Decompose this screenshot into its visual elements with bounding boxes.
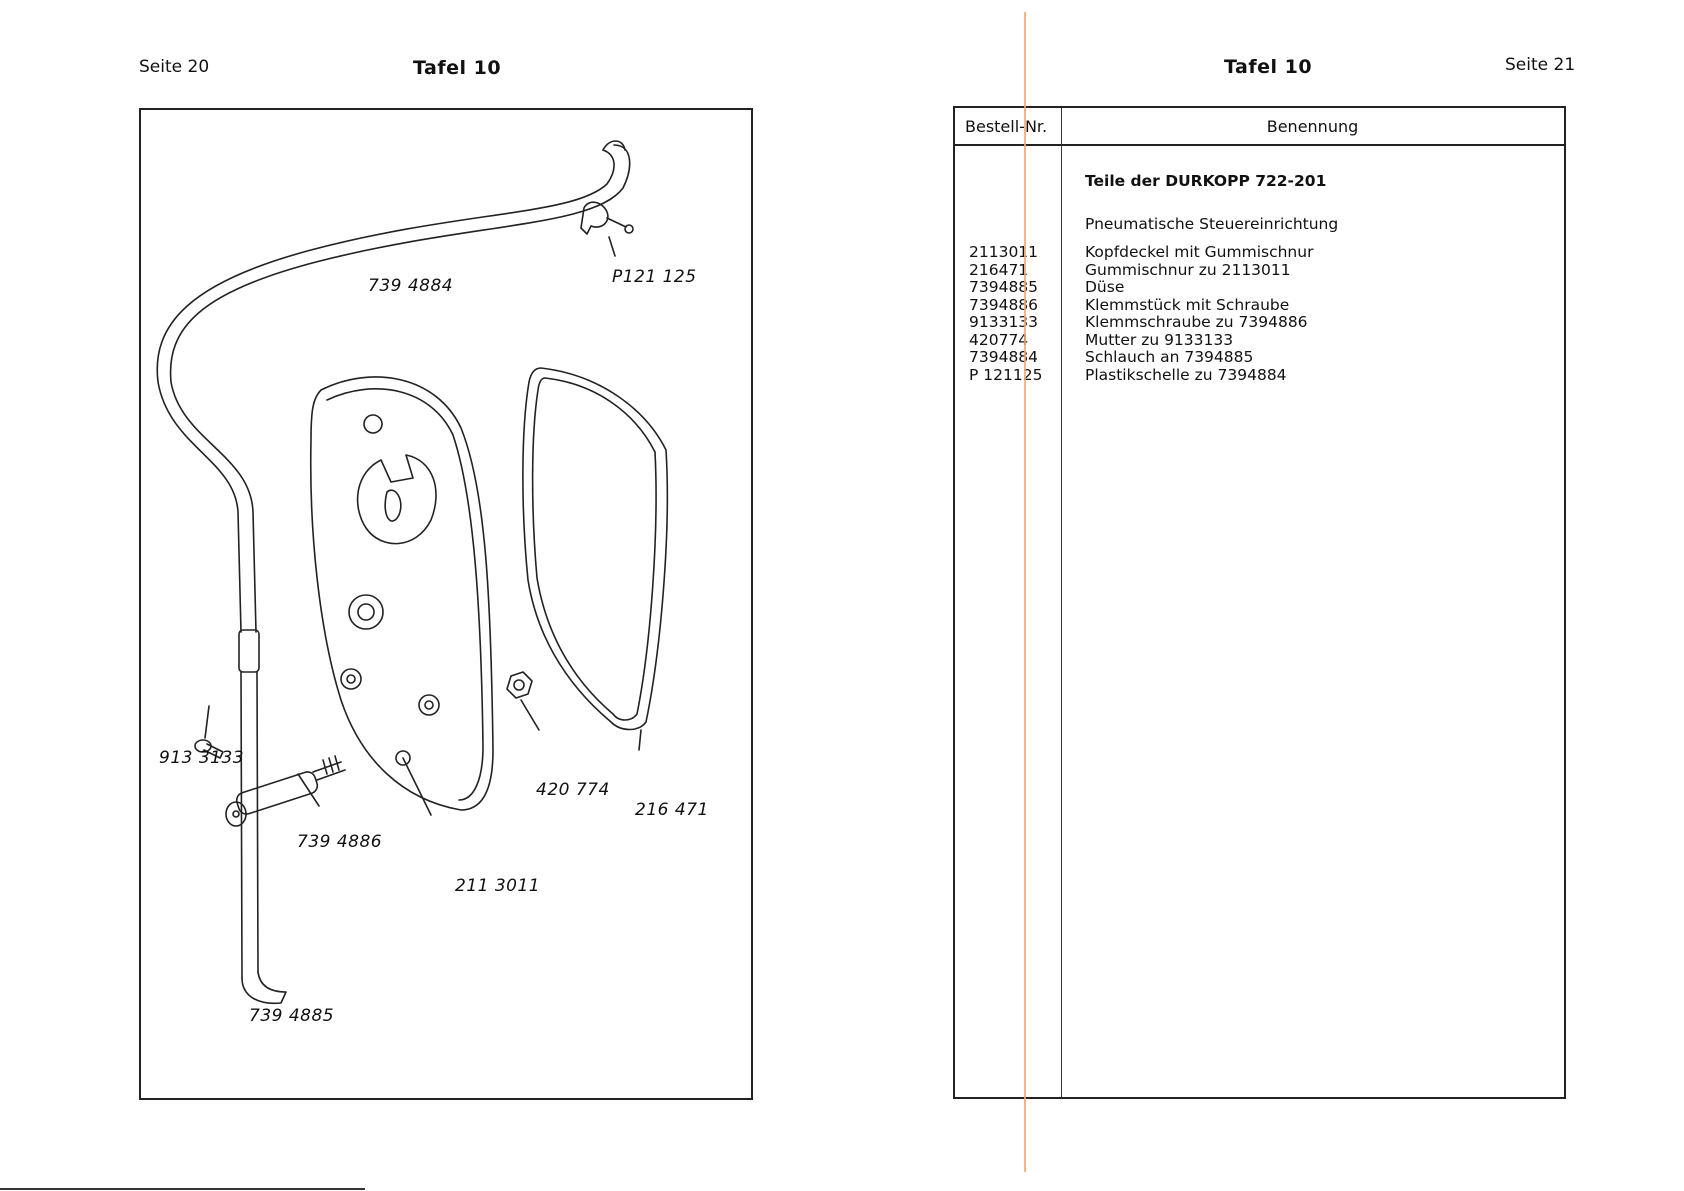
- nozzle-tip: [241, 971, 287, 1005]
- callout-420774: 420 774: [536, 780, 610, 800]
- section-title: Teile der DURKOPP 722-201: [1085, 172, 1327, 190]
- callout-p121125: P121 125: [612, 267, 697, 287]
- callout-9133133: 913 3133: [159, 748, 245, 768]
- lower-hole-right: [418, 694, 440, 716]
- table-row-name: Düse: [1085, 278, 1125, 296]
- hose-outline-outer: [169, 144, 631, 633]
- plastic-clip: [580, 201, 609, 235]
- rubber-cord-inner: [531, 377, 657, 721]
- table-row-nr: 9133133: [969, 313, 1039, 331]
- clamp-body: [235, 771, 319, 815]
- left-page-number: Seite 20: [139, 57, 210, 77]
- table-header-row: Bestell-Nr. Benennung: [955, 108, 1564, 146]
- table-row-name: Klemmschraube zu 7394886: [1085, 313, 1308, 331]
- right-plate-title: Tafel 10: [1224, 56, 1313, 78]
- table-row-nr: 2113011: [969, 243, 1039, 261]
- header-order-number: Bestell-Nr.: [965, 117, 1048, 136]
- table-row-name: Kopfdeckel mit Gummischnur: [1085, 243, 1314, 261]
- table-row-name: Schlauch an 7394885: [1085, 348, 1254, 366]
- name-column: Kopfdeckel mit Gummischnur Gummischnur z…: [1085, 243, 1314, 384]
- table-row-name: Mutter zu 9133133: [1085, 330, 1234, 349]
- bottom-hole: [395, 750, 411, 766]
- table-row-name: Klemmstück mit Schraube: [1085, 295, 1290, 314]
- screw-shank: [203, 743, 224, 759]
- callout-7394884: 739 4884: [368, 276, 454, 296]
- hose-outline-inner: [156, 149, 615, 633]
- center-hole-outer: [348, 594, 384, 630]
- table-row-nr: P 121125: [969, 365, 1043, 384]
- callout-216471: 216 471: [635, 800, 709, 820]
- lower-hole-left: [340, 668, 362, 690]
- table-row-name: Gummischnur zu 2113011: [1085, 260, 1291, 279]
- scan-fold-line: [1024, 12, 1026, 1172]
- parts-table: Bestell-Nr. Benennung Teile der DURKOPP …: [953, 106, 1566, 1099]
- exploded-parts-figure: 739 4884 P121 125 913 3133 739 4886 211 …: [139, 108, 753, 1100]
- table-row-nr: 420774: [969, 330, 1029, 349]
- header-name: Benennung: [1266, 117, 1359, 136]
- table-row-nr: 7394886: [969, 295, 1039, 314]
- clamp-thread: [312, 755, 346, 781]
- column-divider: [1061, 108, 1062, 1097]
- left-plate-title: Tafel 10: [413, 57, 502, 79]
- table-row-nr: 7394885: [969, 278, 1039, 296]
- section-subtitle: Pneumatische Steuereinrichtung: [1085, 215, 1339, 233]
- top-hole: [363, 414, 383, 434]
- center-hole-inner: [357, 603, 375, 621]
- callout-7394885: 739 4885: [249, 1006, 335, 1026]
- table-row-name: Plastikschelle zu 7394884: [1085, 365, 1287, 384]
- parts-drawing: [156, 140, 669, 1005]
- nut: [506, 671, 533, 699]
- rubber-cord-outer: [522, 367, 669, 731]
- cam-disc: [356, 454, 437, 545]
- head-cover-outline: [309, 376, 494, 811]
- callout-2113011: 211 3011: [455, 876, 541, 896]
- table-row-nr: 216471: [969, 260, 1029, 279]
- hose-sleeve: [238, 629, 260, 673]
- order-number-column: 2113011 216471 7394885 7394886 9133133 4…: [969, 243, 1043, 384]
- right-page-number: Seite 21: [1505, 55, 1576, 75]
- hose-end-cap: [602, 140, 626, 151]
- table-row-nr: 7394884: [969, 348, 1039, 366]
- head-cover-rim: [326, 388, 484, 801]
- callout-7394886: 739 4886: [297, 832, 383, 852]
- scan-bottom-rule: [0, 1188, 365, 1190]
